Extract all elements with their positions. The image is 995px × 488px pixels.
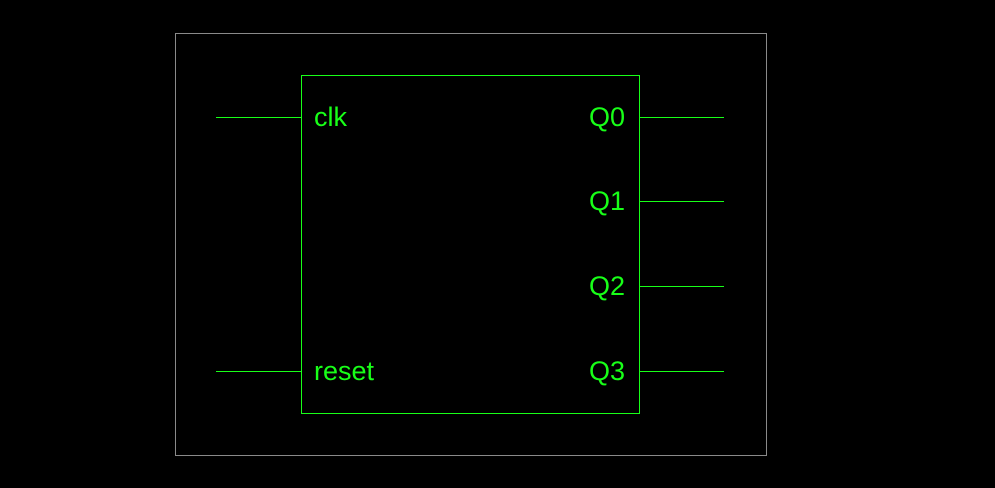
output-label-q1: Q1	[589, 186, 625, 216]
output-label-q2: Q2	[589, 271, 625, 301]
counter-block	[301, 75, 640, 414]
input-label-reset: reset	[314, 356, 375, 386]
outer-frame	[175, 33, 767, 456]
output-label-q3: Q3	[589, 356, 625, 386]
output-label-q0: Q0	[589, 102, 625, 132]
input-label-clk: clk	[314, 102, 347, 132]
